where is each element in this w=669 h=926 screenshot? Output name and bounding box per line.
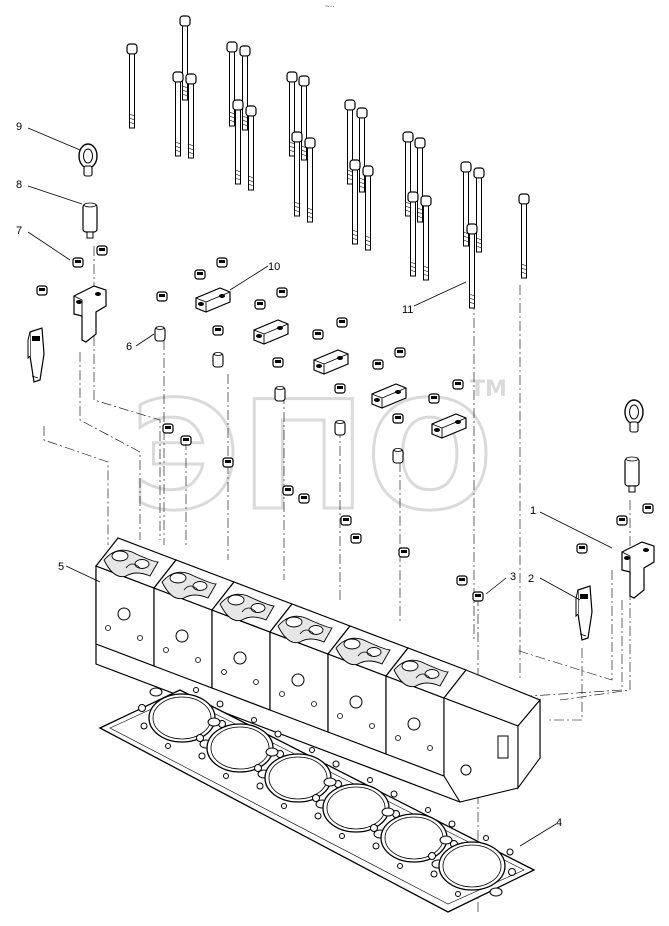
callout-9: 9	[16, 121, 22, 133]
callout-5: 5	[58, 561, 64, 573]
callout-4: 4	[556, 817, 562, 829]
callouts: 1 2 3 4 5 6 7 8 9 10 11	[16, 121, 562, 829]
head-bolt	[518, 193, 530, 279]
lifting-eye-right	[624, 399, 644, 433]
header-mark: ~··	[325, 2, 335, 11]
callout-7: 7	[16, 225, 22, 237]
bracket-left	[73, 285, 107, 343]
eye-sleeve-left	[82, 202, 98, 239]
callout-10: 10	[268, 261, 280, 273]
callout-1: 1	[530, 505, 536, 517]
callout-3: 3	[510, 571, 516, 583]
bracket-right	[621, 541, 655, 599]
injector-clamp-left	[27, 327, 45, 383]
callout-2: 2	[528, 573, 534, 585]
head-bolt	[473, 167, 485, 253]
head-gasket	[98, 686, 536, 913]
watermark-tm: TM	[470, 377, 507, 402]
head-bolt	[172, 71, 184, 157]
head-bolts	[126, 15, 530, 309]
eye-sleeve-right	[624, 456, 640, 493]
cylinder-head	[95, 537, 541, 803]
watermark: ЭПО TM	[129, 369, 507, 546]
leader-lines	[27, 127, 613, 847]
lifting-eye-left	[78, 143, 98, 177]
callout-8: 8	[16, 179, 22, 191]
injector-clamp-right	[575, 585, 593, 641]
callout-6: 6	[126, 341, 132, 353]
head-bolt	[126, 43, 138, 129]
callout-11: 11	[402, 304, 413, 316]
